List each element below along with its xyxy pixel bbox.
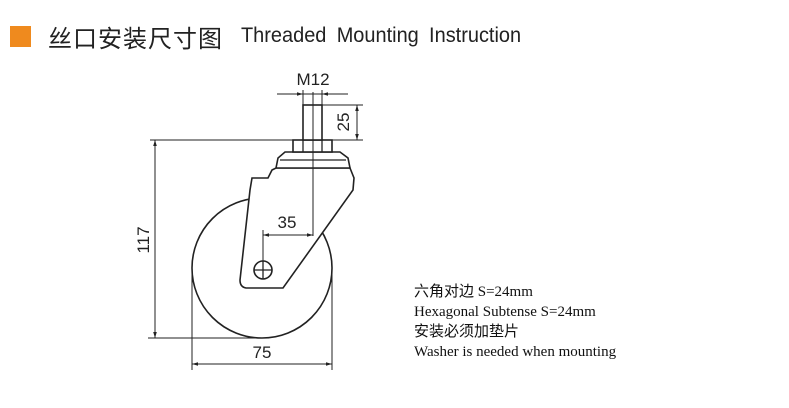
note-hex-cn: 六角对边 S=24mm: [414, 284, 533, 300]
thread-label: M12: [296, 70, 329, 89]
offset-label: 35: [278, 213, 297, 232]
wheel-diameter-label: 75: [253, 343, 272, 362]
accent-square-icon: [10, 25, 31, 47]
section-header: 丝口安装尺寸图 Threaded Mounting Instruction: [10, 18, 536, 54]
axle-icon: [253, 260, 273, 280]
total-height-label: 117: [134, 226, 153, 253]
note-washer-cn: 安装必须加垫片: [414, 324, 520, 340]
note-hex-en: Hexagonal Subtense S=24mm: [414, 304, 596, 320]
title-english: Threaded Mounting Instruction: [241, 24, 522, 47]
stem-length-label: 25: [334, 113, 353, 132]
note-washer-en: Washer is needed when mounting: [414, 344, 617, 360]
title-chinese: 丝口安装尺寸图: [48, 24, 223, 53]
mounting-notes: 六角对边 S=24mm Hexagonal Subtense S=24mm 安装…: [414, 282, 616, 362]
